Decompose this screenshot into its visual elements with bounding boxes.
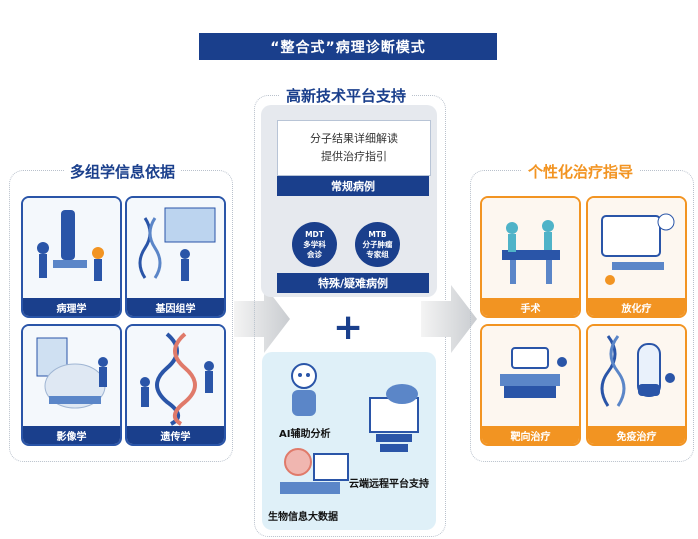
radiochemotherapy-illustration xyxy=(588,198,685,298)
arrow-right-icon xyxy=(234,285,290,353)
card-genetics: 遗传学 xyxy=(125,324,226,446)
immunotherapy-illustration xyxy=(588,326,685,426)
cloud-server-illustration xyxy=(369,384,419,452)
card-label: 影像学 xyxy=(23,426,120,444)
right-section-title: 个性化治疗指导 xyxy=(522,161,640,182)
bioinformatics-illustration xyxy=(280,448,349,494)
box-line-2: 提供治疗指引 xyxy=(321,150,387,163)
pathology-illustration xyxy=(23,198,120,298)
card-pathology: 病理学 xyxy=(21,196,122,318)
card-surgery: 手术 xyxy=(480,196,581,318)
diagram-title: “整合式”病理诊断模式 xyxy=(199,33,497,60)
card-label: 靶向治疗 xyxy=(482,426,579,444)
special-case-bar: 特殊/疑难病例 xyxy=(277,273,429,293)
genomics-illustration xyxy=(127,198,224,298)
digital-support-panel xyxy=(262,352,436,530)
card-label: 基因组学 xyxy=(127,298,224,316)
targeted-therapy-illustration xyxy=(482,326,579,426)
card-imaging: 影像学 xyxy=(21,324,122,446)
ai-robot-illustration xyxy=(291,363,317,416)
circle-line: MTB xyxy=(368,229,387,239)
molecular-interpretation-box: 分子结果详细解读 提供治疗指引 xyxy=(277,120,431,176)
genetics-illustration xyxy=(127,326,224,426)
card-label: 免疫治疗 xyxy=(588,426,685,444)
ai-analysis-label: AI辅助分析 xyxy=(279,429,331,440)
plus-icon: + xyxy=(333,307,364,348)
card-immunotherapy: 免疫治疗 xyxy=(586,324,687,446)
center-section-title: 高新技术平台支持 xyxy=(280,85,413,106)
mdt-circle: MDT 多学科 会诊 xyxy=(292,222,337,267)
arrow-right-icon xyxy=(421,285,477,353)
box-line-1: 分子结果详细解读 xyxy=(310,132,398,145)
circle-line: 会诊 xyxy=(307,249,322,259)
circle-line: MDT xyxy=(305,229,324,239)
card-label: 手术 xyxy=(482,298,579,316)
card-label: 遗传学 xyxy=(127,426,224,444)
cloud-platform-label: 云端远程平台支持 xyxy=(349,479,429,490)
circle-line: 分子肿瘤 xyxy=(362,239,393,249)
card-radiochemotherapy: 放化疗 xyxy=(586,196,687,318)
surgery-illustration xyxy=(482,198,579,298)
card-label: 病理学 xyxy=(23,298,120,316)
circle-line: 多学科 xyxy=(303,239,326,249)
imaging-illustration xyxy=(23,326,120,426)
mtb-circle: MTB 分子肿瘤 专家组 xyxy=(355,222,400,267)
bioinformatics-label: 生物信息大数据 xyxy=(268,512,338,523)
card-genomics: 基因组学 xyxy=(125,196,226,318)
circle-line: 专家组 xyxy=(366,249,389,259)
routine-case-bar: 常规病例 xyxy=(277,176,429,196)
card-label: 放化疗 xyxy=(588,298,685,316)
left-section-title: 多组学信息依据 xyxy=(64,161,182,182)
card-targeted-therapy: 靶向治疗 xyxy=(480,324,581,446)
